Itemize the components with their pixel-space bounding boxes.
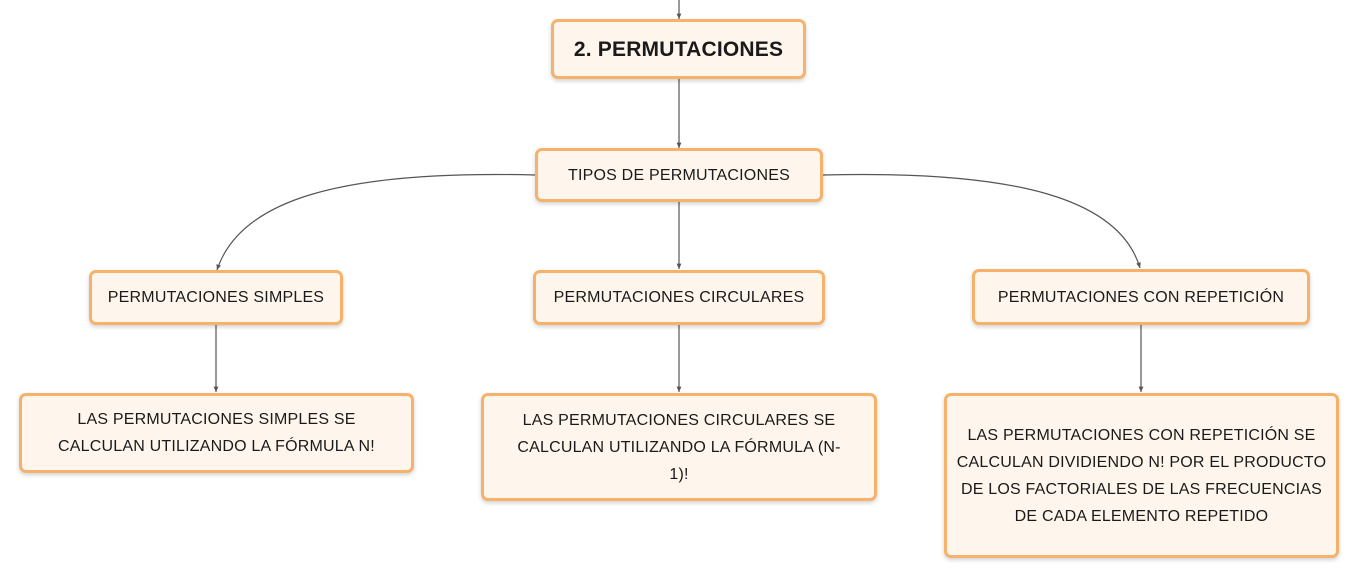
node-simple[interactable]: PERMUTACIONES SIMPLES [89, 270, 343, 325]
node-circular-label: PERMUTACIONES CIRCULARES [553, 289, 805, 306]
node-simple-desc[interactable]: LAS PERMUTACIONES SIMPLES SE CALCULAN UT… [19, 393, 414, 473]
node-repetition-desc-label: LAS PERMUTACIONES CON REPETICIÓN SE CALC… [956, 426, 1327, 525]
node-root[interactable]: 2. PERMUTACIONES [551, 19, 806, 79]
node-circular[interactable]: PERMUTACIONES CIRCULARES [533, 270, 825, 325]
node-root-label: 2. PERMUTACIONES [573, 37, 784, 61]
node-types-label: TIPOS DE PERMUTACIONES [568, 166, 790, 184]
connector-types-to-simple [216, 173, 536, 271]
node-simple-desc-label: LAS PERMUTACIONES SIMPLES SE CALCULAN UT… [58, 411, 375, 455]
node-circular-desc[interactable]: LAS PERMUTACIONES CIRCULARES SE CALCULAN… [481, 393, 877, 501]
node-circular-desc-label: LAS PERMUTACIONES CIRCULARES SE CALCULAN… [517, 411, 841, 483]
connector-types-to-repetition [822, 173, 1141, 269]
node-repetition-label: PERMUTACIONES CON REPETICIÓN [997, 288, 1285, 306]
node-repetition[interactable]: PERMUTACIONES CON REPETICIÓN [972, 269, 1310, 325]
node-simple-label: PERMUTACIONES SIMPLES [107, 289, 325, 306]
node-types[interactable]: TIPOS DE PERMUTACIONES [535, 148, 823, 202]
node-repetition-desc[interactable]: LAS PERMUTACIONES CON REPETICIÓN SE CALC… [944, 393, 1339, 558]
